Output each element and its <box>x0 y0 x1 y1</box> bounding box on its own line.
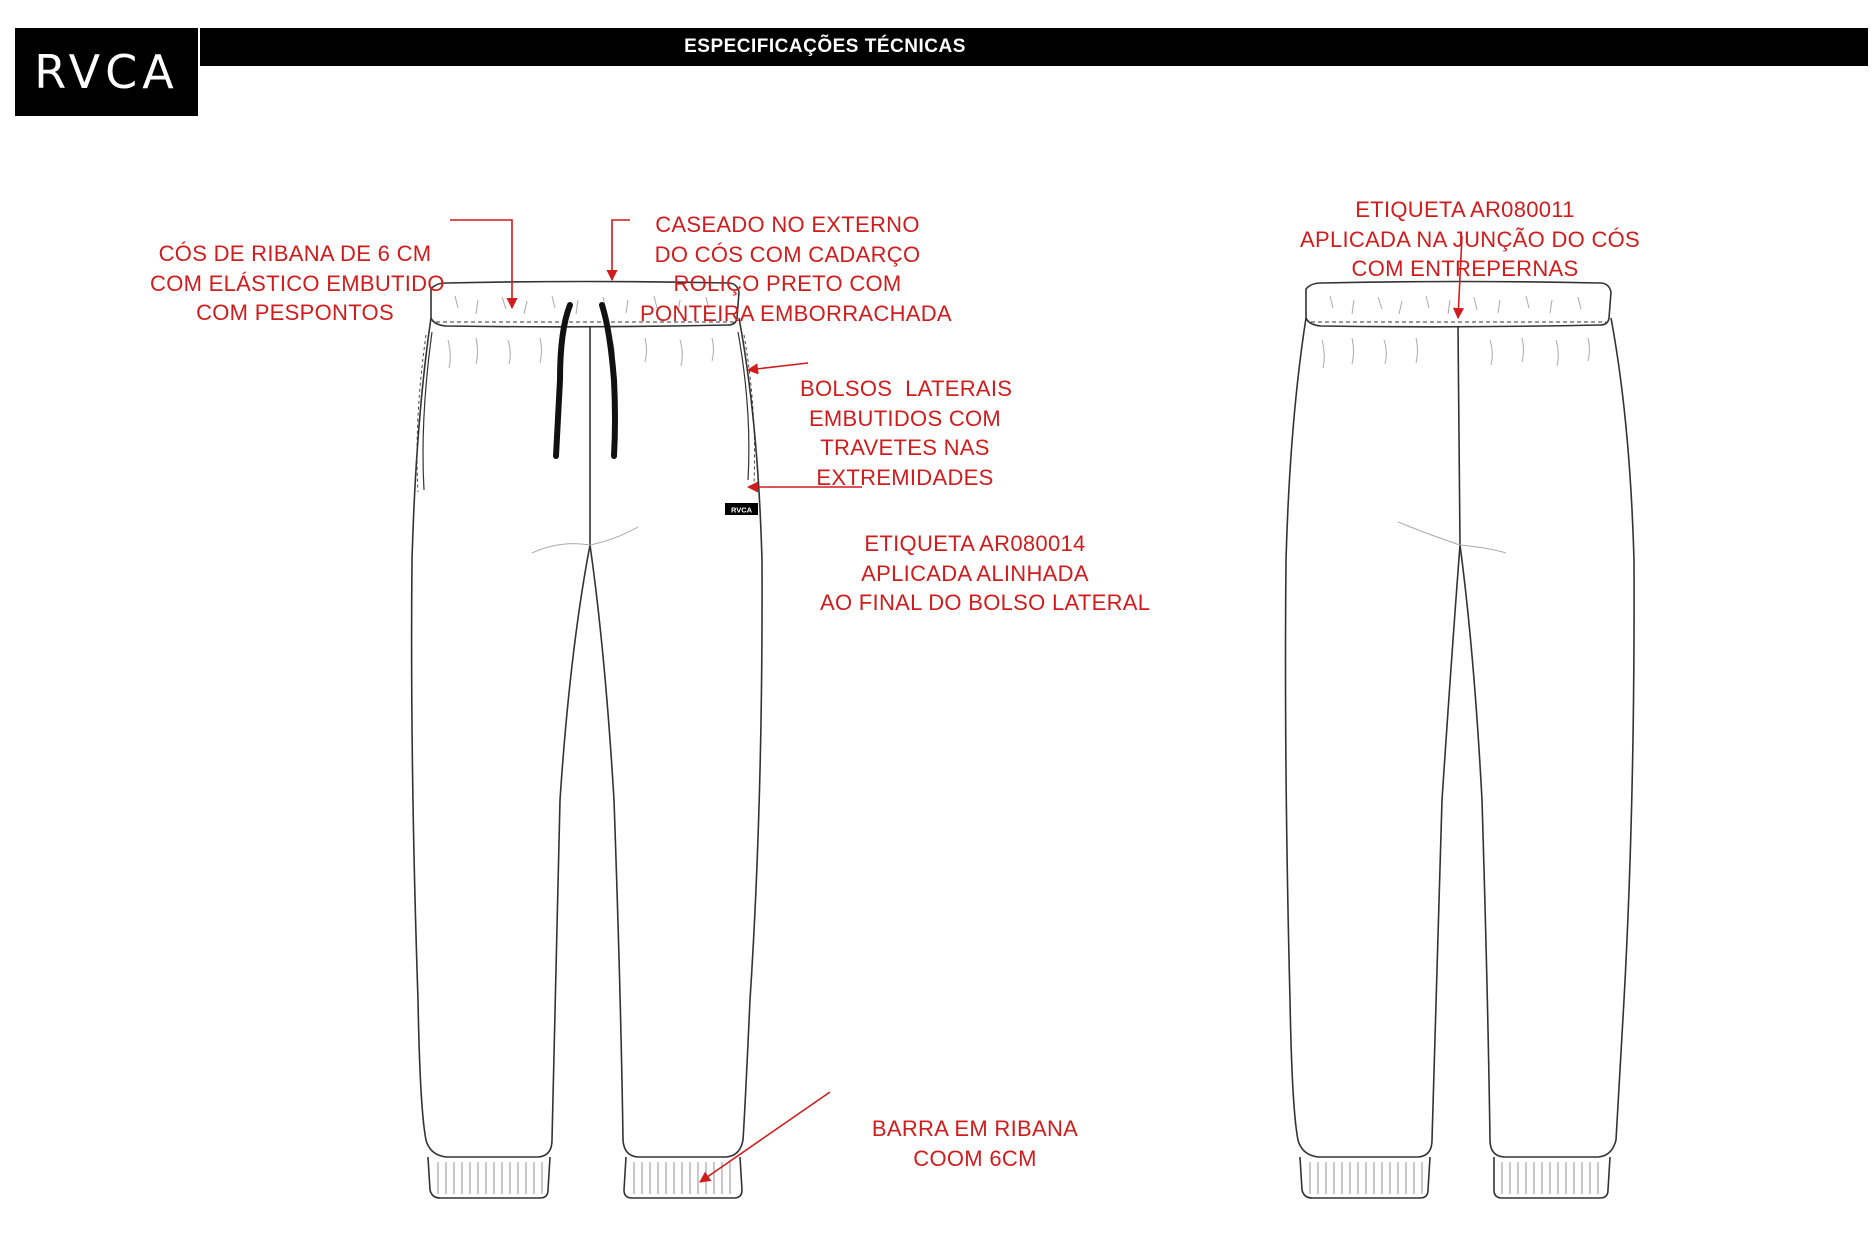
leader-hem <box>699 1091 831 1183</box>
drawcord-left <box>553 302 573 459</box>
back-waistband <box>1305 280 1612 328</box>
drawcord-right <box>599 302 618 459</box>
front-view <box>410 280 763 1199</box>
back-left-cuff <box>1299 1156 1431 1199</box>
back-right-cuff <box>1493 1156 1611 1199</box>
front-right-leg <box>589 317 763 1158</box>
front-right-cuff <box>623 1156 743 1199</box>
garment-label-text: RVCA <box>731 506 753 515</box>
leader-lines <box>450 219 1465 1183</box>
front-left-leg <box>410 317 591 1158</box>
leader-pockets <box>746 362 809 375</box>
back-view <box>1284 280 1635 1199</box>
brand-logo: RVCA <box>15 28 198 116</box>
back-right-leg <box>1459 317 1635 1158</box>
garment-label <box>725 503 758 515</box>
brand-logo-text: RVCA <box>34 45 179 99</box>
page-title: ESPECIFICAÇÕES TÉCNICAS <box>684 36 966 57</box>
header-bar: ESPECIFICAÇÕES TÉCNICAS <box>200 28 1868 66</box>
back-left-leg <box>1284 317 1461 1158</box>
leader-buttonhole <box>606 219 630 282</box>
leader-waistband <box>450 219 518 310</box>
leader-back-label <box>1452 235 1465 320</box>
front-left-cuff <box>427 1156 551 1199</box>
front-waistband <box>430 280 740 328</box>
